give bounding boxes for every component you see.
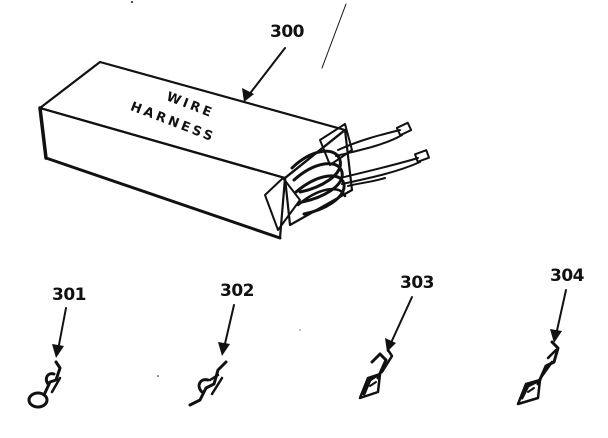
terminal-301: [27, 360, 62, 409]
speck: [131, 1, 133, 3]
wire-harness-box: WIRE HARNESS: [38, 60, 431, 240]
callout-301: 301: [52, 285, 87, 305]
terminal-302: [188, 360, 228, 407]
speck: [299, 329, 301, 331]
terminal-304: [516, 340, 560, 406]
scan-line: [321, 3, 347, 69]
callout-303: 303: [400, 273, 435, 293]
callout-302: 302: [220, 281, 255, 301]
callout-304: 304: [550, 266, 585, 286]
leader-arrows: [52, 47, 567, 358]
callout-300: 300: [270, 22, 305, 42]
speck: [157, 375, 159, 377]
terminal-303: [358, 348, 394, 400]
